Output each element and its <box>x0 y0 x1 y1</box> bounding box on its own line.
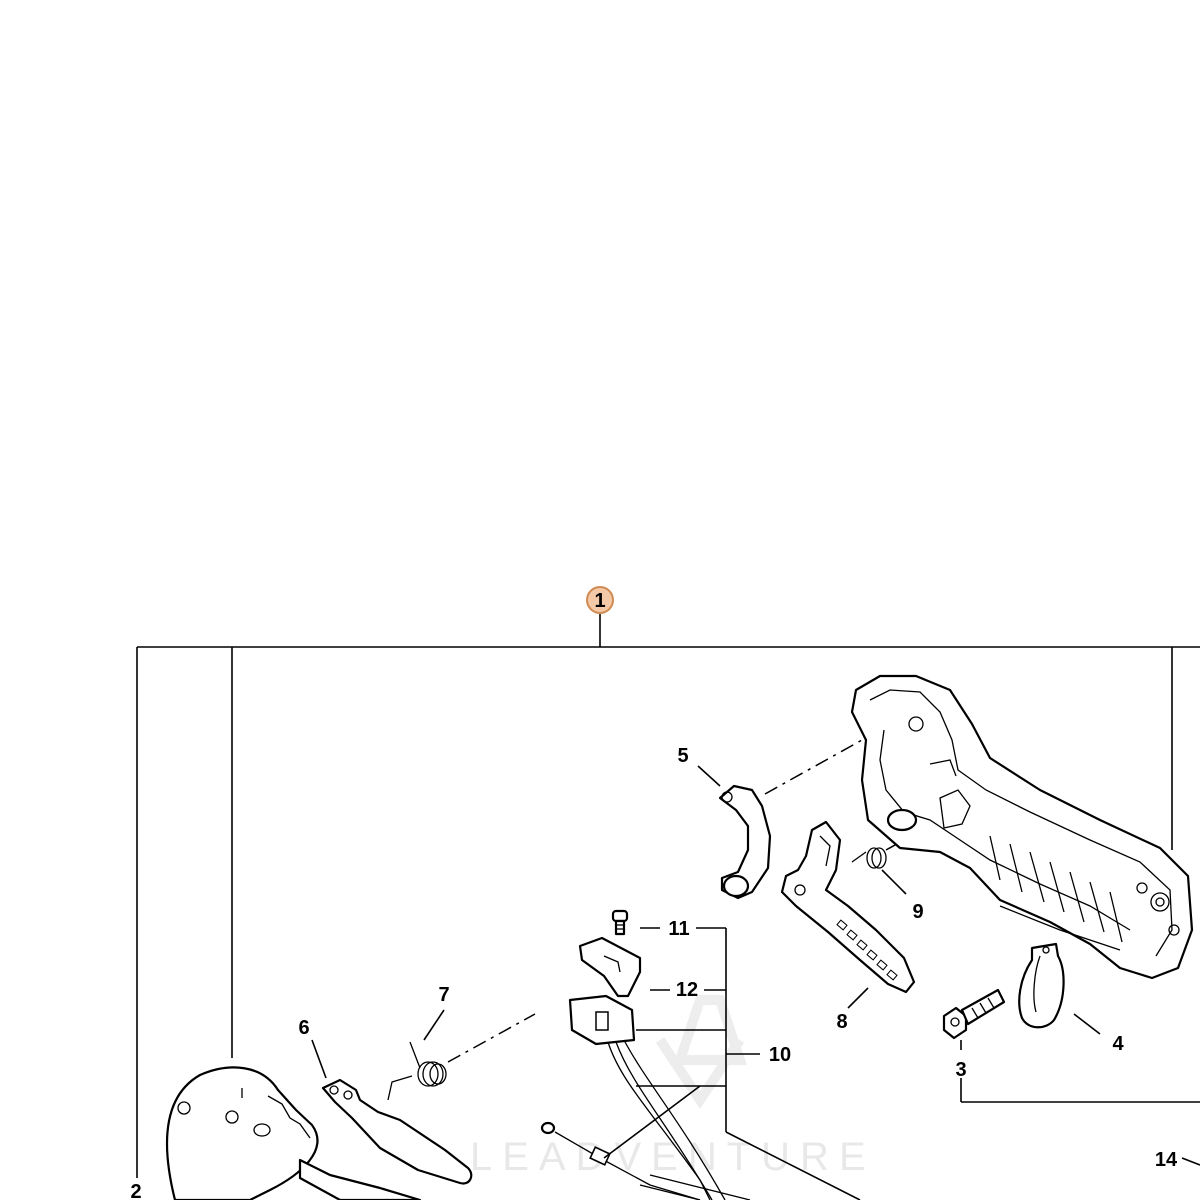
part-1-handle-housing[interactable] <box>850 674 1194 980</box>
callout-9[interactable]: 9 <box>912 901 923 923</box>
assembly-bracket <box>136 614 1200 1178</box>
callout-2[interactable]: 2 <box>130 1181 141 1200</box>
part-11-screw[interactable] <box>611 909 629 936</box>
part-12-clip[interactable] <box>578 936 642 998</box>
callout-1[interactable]: 1 <box>586 586 614 614</box>
switch-leader-bracket <box>603 927 861 1200</box>
callout-1-badge <box>586 586 614 614</box>
callout-5[interactable]: 5 <box>677 745 688 767</box>
part-10-stop-switch[interactable] <box>540 994 751 1200</box>
part-8-throttle-lever[interactable] <box>780 820 916 994</box>
leader-lines <box>311 765 1101 1079</box>
watermark-text: LEADVENTURE <box>470 1135 876 1179</box>
callout-labels: 2 3 4 5 6 7 8 9 10 11 12 14 <box>130 745 1178 1200</box>
callout-11[interactable]: 11 <box>668 918 689 940</box>
housing-ribs <box>989 835 1123 943</box>
callout-3[interactable]: 3 <box>955 1059 966 1081</box>
callout-14[interactable]: 14 <box>1155 1149 1178 1171</box>
callout-12[interactable]: 12 <box>676 979 698 1001</box>
part-6-throttle-trigger[interactable] <box>298 1078 473 1200</box>
part-5-lock-lever[interactable] <box>718 729 881 900</box>
callout-7[interactable]: 7 <box>438 984 449 1006</box>
lever-grip-ribs <box>836 919 898 981</box>
part-7-torsion-spring[interactable] <box>387 1013 536 1101</box>
callout-6[interactable]: 6 <box>298 1017 309 1039</box>
part-2-handle-shell[interactable] <box>166 1066 319 1200</box>
callout-4[interactable]: 4 <box>1112 1033 1124 1055</box>
callout-10[interactable]: 10 <box>769 1044 791 1066</box>
part-3-cap-screw[interactable] <box>942 988 1006 1040</box>
part-4-clamp[interactable] <box>1018 942 1065 1029</box>
watermark: LEADVENTURE <box>470 995 876 1179</box>
callout-1-label: 1 <box>594 590 605 612</box>
callout-8[interactable]: 8 <box>836 1011 847 1033</box>
